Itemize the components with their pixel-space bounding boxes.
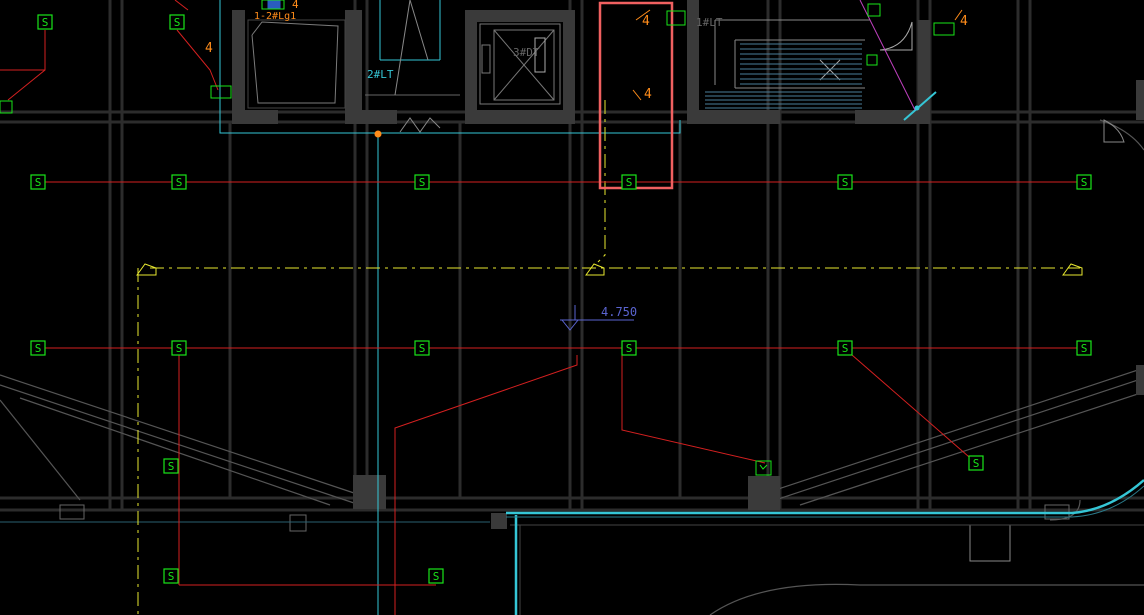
switch-device-9[interactable]: S	[30, 340, 46, 356]
svg-text:S: S	[42, 16, 49, 29]
switch-device-12[interactable]: S	[621, 340, 637, 356]
room-details	[59, 0, 1144, 615]
switch-device-7[interactable]: S	[837, 174, 853, 190]
switch-device-5[interactable]: S	[414, 174, 430, 190]
svg-text:S: S	[842, 342, 849, 355]
switch-device-10[interactable]: S	[171, 340, 187, 356]
lift-1-label: 1#LT	[696, 16, 723, 29]
switch-device-1[interactable]: S	[37, 14, 53, 30]
switch-device-17[interactable]: S	[163, 568, 179, 584]
switch-device-4[interactable]: S	[171, 174, 187, 190]
svg-text:S: S	[1081, 342, 1088, 355]
svg-text:S: S	[176, 176, 183, 189]
switch-device-14[interactable]: S	[1076, 340, 1092, 356]
svg-text:S: S	[626, 176, 633, 189]
lift-2-label: 2#LT	[367, 68, 394, 81]
wire-count-5: 4	[960, 14, 968, 29]
stair-treads	[705, 43, 862, 109]
svg-text:S: S	[842, 176, 849, 189]
svg-text:S: S	[626, 342, 633, 355]
cyan-node	[914, 105, 920, 111]
switch-device-13[interactable]: S	[837, 340, 853, 356]
svg-text:S: S	[433, 570, 440, 583]
drawing-labels: 2#LT 3#DT 1#LT 1-2#Lg1 4.750 4 4 4 4 4	[205, 0, 968, 319]
level-elevation-label: 4.750	[601, 305, 637, 319]
svg-text:S: S	[35, 176, 42, 189]
svg-text:S: S	[35, 342, 42, 355]
tag-top-label: 1-2#Lg1	[254, 11, 296, 22]
switch-devices: S S S S S S S S S S S S S S S S S S	[30, 14, 1092, 584]
orange-node	[374, 130, 382, 138]
switch-device-18[interactable]: S	[428, 568, 444, 584]
switch-device-15[interactable]: S	[163, 458, 179, 474]
wire-count-4: 4	[644, 87, 652, 102]
switch-device-16[interactable]: S	[968, 455, 984, 471]
svg-text:S: S	[168, 460, 175, 473]
svg-text:S: S	[1081, 176, 1088, 189]
switch-device-8[interactable]: S	[1076, 174, 1092, 190]
selection-highlight-box[interactable]	[598, 1, 674, 190]
ramp-lines	[0, 119, 1144, 615]
svg-text:S: S	[176, 342, 183, 355]
red-wiring	[0, 0, 1084, 615]
wire-count-3: 4	[642, 14, 650, 29]
wire-tick-marks	[632, 9, 963, 101]
svg-text:S: S	[168, 570, 175, 583]
switch-device-2[interactable]: S	[169, 14, 185, 30]
svg-text:S: S	[973, 457, 980, 470]
switch-device-3[interactable]: S	[30, 174, 46, 190]
svg-text:S: S	[419, 342, 426, 355]
yellow-dashdot	[137, 100, 1080, 615]
wall-cores	[232, 0, 1144, 529]
structural-grid	[0, 0, 1144, 512]
wire-count-1: 4	[205, 41, 213, 56]
switch-device-11[interactable]: S	[414, 340, 430, 356]
svg-text:S: S	[174, 16, 181, 29]
switch-device-6[interactable]: S	[621, 174, 637, 190]
lift-3-label: 3#DT	[513, 46, 540, 59]
level-marker	[560, 305, 634, 331]
yellow-markers	[136, 263, 1083, 276]
panel-devices	[0, 0, 955, 476]
svg-text:S: S	[419, 176, 426, 189]
wire-count-2: 4	[292, 0, 299, 11]
